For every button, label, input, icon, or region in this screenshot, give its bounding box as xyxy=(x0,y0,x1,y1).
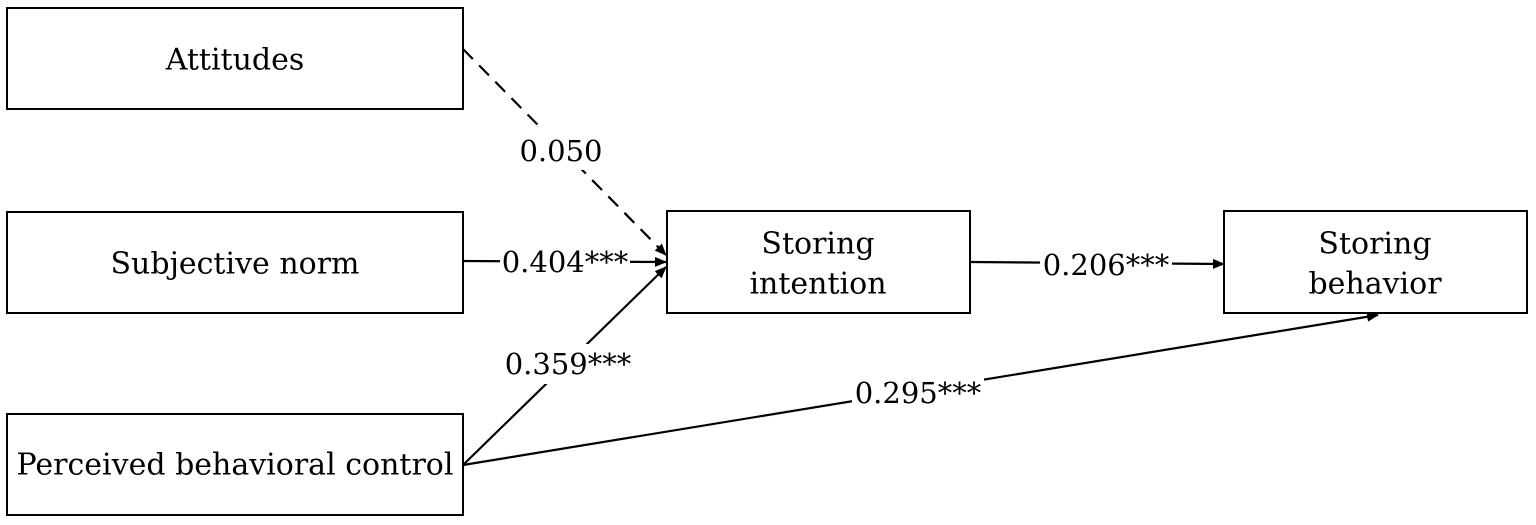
node-storing-intention: Storing intention xyxy=(666,210,971,314)
node-label-line-2: intention xyxy=(749,267,886,302)
node-label-line-2: behavior xyxy=(1308,267,1442,302)
edge-label-control-to-intention: 0.359*** xyxy=(505,347,632,381)
node-attitudes: Attitudes xyxy=(6,7,464,110)
edge-label-norm-to-intention: 0.404*** xyxy=(502,245,629,279)
edge-label-control-to-behavior: 0.295*** xyxy=(855,376,982,410)
edge-labels: 0.050 0.404*** 0.359*** 0.206*** 0.295**… xyxy=(500,130,1172,414)
node-perceived-behavioral-control: Perceived behavioral control xyxy=(6,413,464,516)
node-label: Attitudes xyxy=(165,43,305,78)
edge-label-intention-to-behavior: 0.206*** xyxy=(1043,248,1170,282)
node-subjective-norm: Subjective norm xyxy=(6,211,464,314)
node-label: Perceived behavioral control xyxy=(17,448,454,483)
node-label-line-1: Storing xyxy=(761,227,874,262)
node-label: Subjective norm xyxy=(111,247,360,282)
edge-label-attitudes-to-intention: 0.050 xyxy=(519,134,602,168)
node-storing-behavior: Storing behavior xyxy=(1223,210,1528,314)
node-label-line-1: Storing xyxy=(1318,227,1431,262)
